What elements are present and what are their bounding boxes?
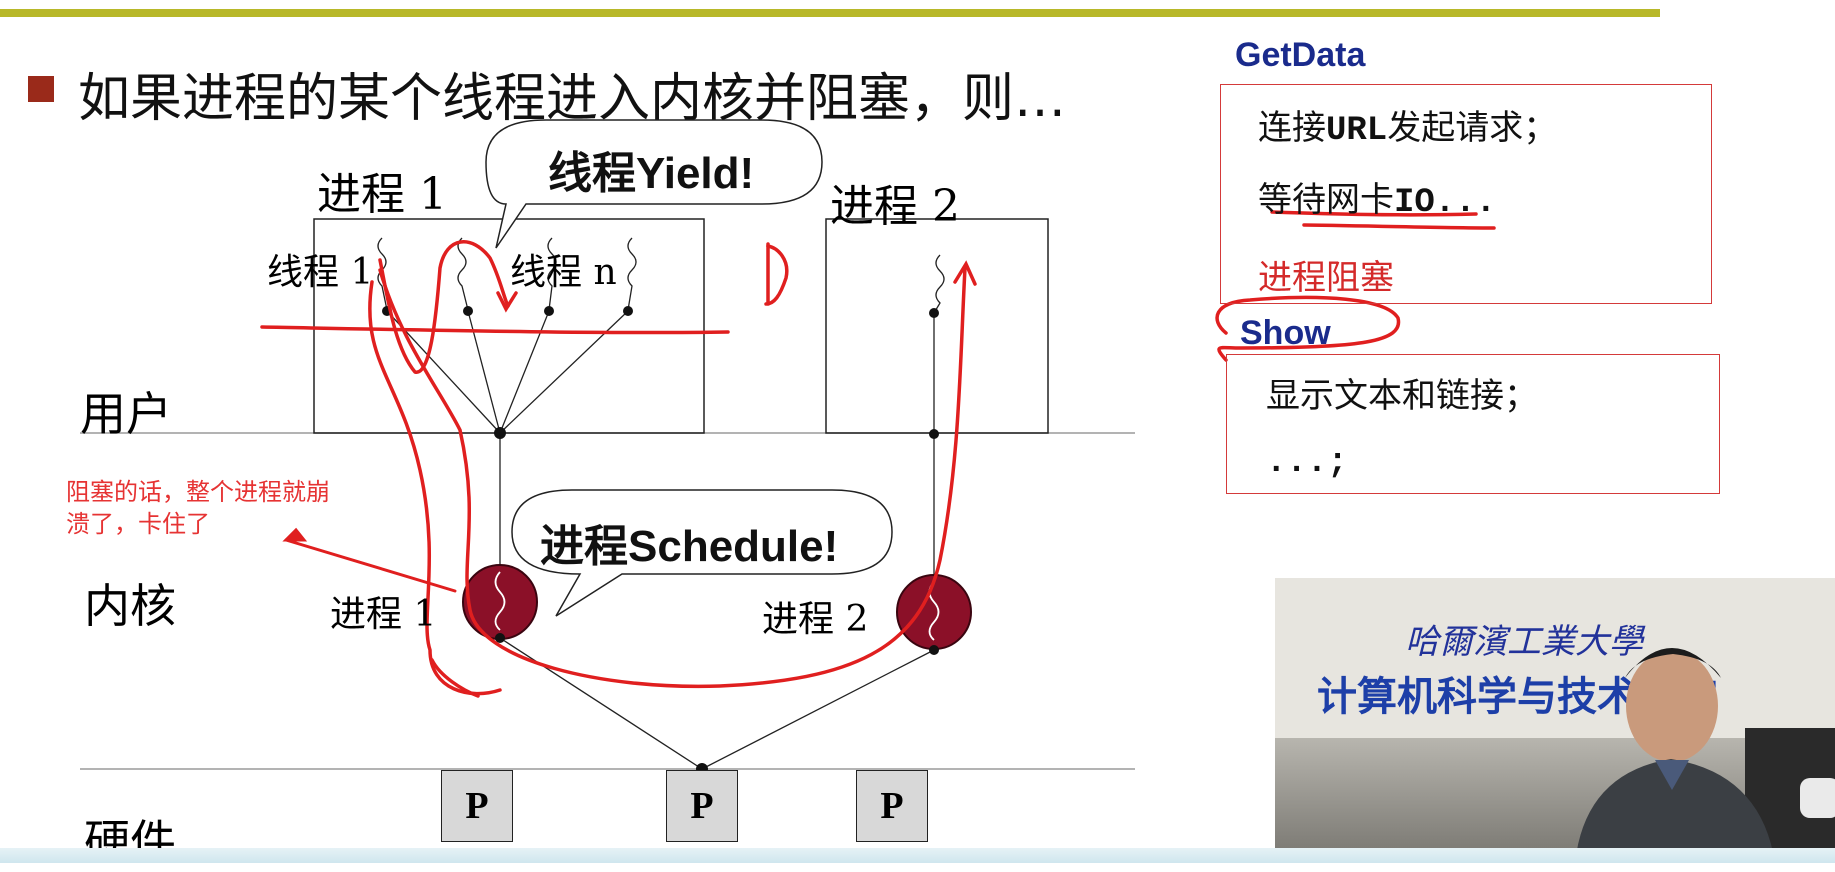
user-space-label: 用户 <box>80 387 172 441</box>
lecturer-video[interactable]: 哈爾濱工業大學 计算机科学与技术学院 <box>1275 578 1835 863</box>
show-line-2: ...; <box>1266 444 1348 482</box>
getdata-title: GetData <box>1235 36 1366 74</box>
getdata-line-1: 连接URL发起请求； <box>1258 108 1558 150</box>
show-title: Show <box>1240 314 1331 352</box>
thread-squiggle <box>627 237 637 311</box>
slide-top-rule <box>0 9 1660 17</box>
video-sign-line1: 哈爾濱工業大學 <box>1405 622 1643 662</box>
processor-box: P <box>666 770 738 842</box>
red-hook <box>430 658 480 698</box>
red-underline-io <box>1302 223 1496 230</box>
kernel-space-label: 内核 <box>84 579 176 633</box>
processor-box: P <box>441 770 513 842</box>
red-ink-strokes <box>260 210 1496 698</box>
process2-thread <box>929 254 945 612</box>
yield-bubble-text: 线程Yield! <box>548 149 755 198</box>
kernel-process1-label: 进程 1 <box>330 594 437 635</box>
red-underline-user <box>260 325 730 335</box>
red-bracket <box>764 244 789 306</box>
lecturer-figure <box>1575 648 1835 863</box>
red-schedule-path <box>378 266 967 689</box>
red-annotation-note: 阻塞的话，整个进程就崩溃了，卡住了 <box>66 478 330 538</box>
red-return-stroke <box>368 280 502 696</box>
show-line-1: 显示文本和链接； <box>1266 376 1538 416</box>
slide-heading: 如果进程的某个线程进入内核并阻塞，则… <box>78 69 1067 129</box>
annotation-arrow-line <box>284 538 457 593</box>
red-circle-show <box>1215 295 1401 362</box>
yield-bubble-shape <box>485 119 823 249</box>
red-schedule-arrowhead <box>953 260 977 286</box>
kernel-process2-label: 进程 2 <box>762 599 869 640</box>
getdata-line-3: 进程阻塞 <box>1258 258 1394 298</box>
kernel-thread-ball-2 <box>896 574 972 650</box>
thread1-label: 线程 1 <box>267 252 374 293</box>
thread-squiggle <box>457 237 469 311</box>
video-backdrop-sign <box>1275 578 1835 738</box>
slide-bottom-band <box>0 848 1835 863</box>
red-yield-arrow <box>378 240 510 374</box>
red-underline-io-2 <box>1270 210 1478 217</box>
process1-label: 进程 1 <box>317 169 447 220</box>
getdata-line-2: 等待网卡IO... <box>1258 180 1497 222</box>
processor-box: P <box>856 770 928 842</box>
annotation-arrowhead <box>282 527 308 542</box>
hardware-fan-lines <box>499 637 935 770</box>
thread-squiggle <box>547 237 557 311</box>
process2-box <box>825 218 1049 434</box>
getdata-box <box>1220 84 1712 304</box>
video-control-icon[interactable] <box>1800 778 1835 818</box>
show-box <box>1226 354 1720 494</box>
bullet-square <box>28 76 54 102</box>
thread-squiggle <box>377 237 388 311</box>
process1-threads <box>377 237 637 311</box>
schedule-bubble-shape <box>511 489 893 617</box>
kernel-thread-ball-1 <box>462 564 538 640</box>
red-yield-arrowhead <box>496 291 518 313</box>
threadn-label: 线程 n <box>510 252 617 293</box>
schedule-bubble-text: 进程Schedule! <box>540 522 839 571</box>
process2-label: 进程 2 <box>830 181 960 232</box>
